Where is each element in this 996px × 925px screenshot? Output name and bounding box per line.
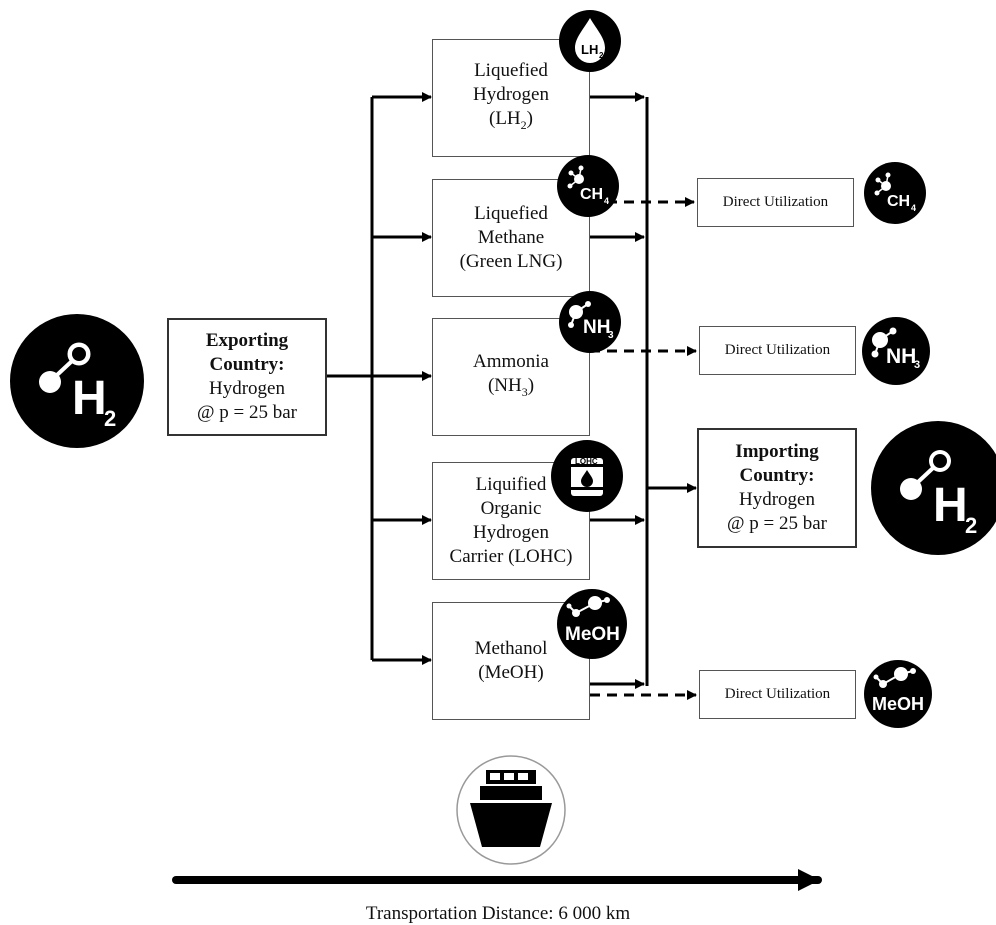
methane-icon-sub: 4 — [604, 196, 609, 206]
du-ammonia-icon-text: NH — [886, 345, 916, 368]
carrier-lh2-line2: Hydrogen — [473, 84, 549, 106]
hydrogen-molecule-icon: H 2 — [871, 421, 996, 555]
methanol-molecule-icon: MeOH — [557, 589, 627, 659]
ship-icon — [456, 755, 566, 865]
carrier-lh2-line3: (LH2) — [489, 108, 533, 132]
methane-molecule-icon: CH 4 — [557, 155, 619, 217]
direct-utilization-methanol: Direct Utilization — [699, 670, 856, 719]
carrier-methanol-line2: (MeOH) — [478, 662, 544, 683]
carrier-ammonia-line2: (NH3) — [487, 375, 535, 399]
carrier-methane-line3: (Green LNG) — [459, 251, 563, 272]
direct-utilization-methane-label: Direct Utilization — [722, 194, 829, 210]
du-methane-icon-sub: 4 — [911, 203, 916, 213]
lh2-icon-sub: 2 — [599, 51, 604, 60]
carrier-lohc-line1: Liquified — [475, 474, 547, 495]
hydrogen-molecule-icon: H 2 — [10, 314, 144, 448]
exporter-line2: @ p = 25 bar — [197, 402, 297, 423]
importer-h2-symbol-text: H — [933, 479, 968, 532]
droplet-lh2-icon: LH 2 — [559, 10, 621, 72]
ammonia-icon-text: NH — [583, 317, 610, 338]
importing-country-box: Importing Country: Hydrogen @ p = 25 bar — [697, 428, 857, 548]
lohc-icon-text: LOHC — [575, 457, 598, 466]
h2-symbol-text: H — [72, 372, 107, 425]
carrier-lohc-line2: Organic — [480, 498, 542, 519]
importer-line2: @ p = 25 bar — [727, 513, 827, 534]
methane-icon-text: CH — [580, 186, 603, 203]
direct-utilization-methanol-label: Direct Utilization — [724, 686, 831, 702]
methane-molecule-icon: CH 4 — [864, 162, 926, 224]
carrier-methane-line2: Methane — [477, 227, 545, 248]
exporter-line1: Hydrogen — [209, 378, 285, 399]
ammonia-molecule-icon: NH 3 — [862, 317, 930, 385]
methanol-icon-text: MeOH — [565, 624, 620, 645]
carrier-lohc-line3: Hydrogen — [473, 522, 549, 543]
exporting-country-box: Exporting Country: Hydrogen @ p = 25 bar — [167, 318, 327, 436]
ammonia-icon-sub: 3 — [608, 330, 614, 341]
lohc-barrel-icon: LOHC — [551, 440, 623, 512]
exporter-title: Exporting Country: — [205, 330, 289, 375]
du-methanol-icon-text: MeOH — [872, 694, 924, 714]
ammonia-molecule-icon: NH 3 — [559, 291, 621, 353]
methanol-molecule-icon: MeOH — [864, 660, 932, 728]
importer-h2-subscript-text: 2 — [965, 513, 977, 538]
direct-utilization-ammonia: Direct Utilization — [699, 326, 856, 375]
du-ammonia-icon-sub: 3 — [914, 359, 920, 371]
carrier-methanol-line1: Methanol — [474, 638, 548, 659]
carrier-lh2-line1: Liquefied — [474, 60, 548, 82]
importer-line1: Hydrogen — [739, 489, 815, 510]
carrier-lohc-line4: Carrier (LOHC) — [449, 546, 573, 567]
h2-subscript-text: 2 — [104, 406, 116, 431]
direct-utilization-methane: Direct Utilization — [697, 178, 854, 227]
carrier-methane-line1: Liquefied — [474, 203, 548, 224]
importer-title: Importing Country: — [735, 441, 819, 486]
carrier-ammonia-line1: Ammonia — [473, 351, 549, 373]
lh2-icon-text: LH — [581, 42, 598, 57]
transport-distance-caption: Transportation Distance: 6 000 km — [365, 903, 631, 924]
du-methane-icon-text: CH — [887, 193, 910, 210]
direct-utilization-ammonia-label: Direct Utilization — [724, 342, 831, 358]
